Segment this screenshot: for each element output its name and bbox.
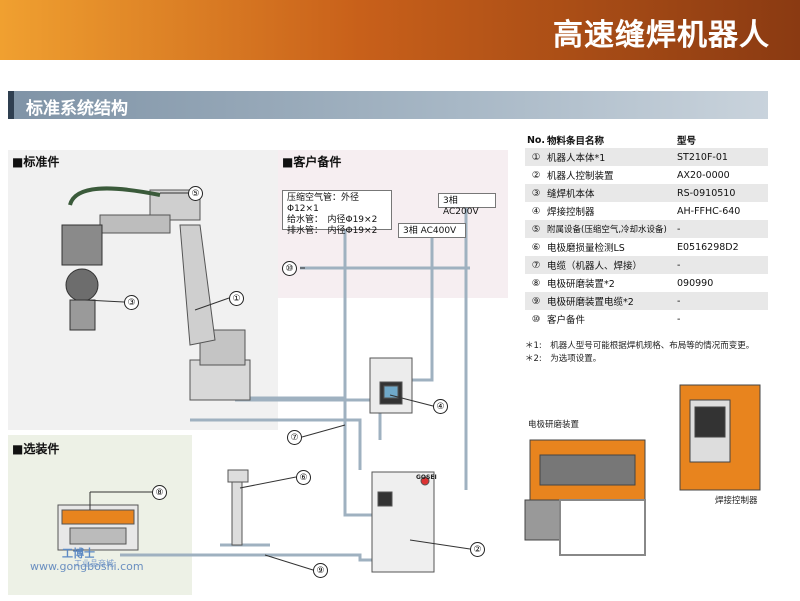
- standard-label: ■标准件: [12, 155, 60, 169]
- optional-label: ■选装件: [12, 442, 60, 456]
- callout-2: ②: [470, 542, 485, 557]
- watermark-sub: 工业品商城: [74, 559, 114, 568]
- customer-label: ■客户备件: [282, 155, 342, 169]
- controller-photo: [679, 384, 761, 491]
- robot-lower-arm: [179, 224, 216, 346]
- table-header: No. 物料条目名称 型号: [526, 134, 697, 148]
- callout-6: ⑥: [296, 470, 311, 485]
- section-marker: [8, 91, 14, 119]
- section-title: 标准系统结构: [26, 99, 128, 119]
- callout-leaders: [84, 192, 471, 571]
- callout-10: ⑩: [282, 261, 297, 276]
- drain-pipe-spec: 排水管： 内径Φ19×2: [287, 226, 378, 236]
- ac400-riser: [408, 236, 434, 382]
- weld-controller-device: [369, 357, 413, 414]
- electrode-ls-device: [227, 469, 249, 546]
- callout-3: ③: [124, 295, 139, 310]
- callout-8: ⑧: [152, 485, 167, 500]
- air-pipe-spec: 压缩空气管：外径Φ12×1: [287, 193, 360, 214]
- robot-body: [99, 189, 251, 401]
- robot-controller-device: [371, 471, 435, 573]
- controller-brand: GOSEI: [416, 474, 437, 481]
- footnote-2: ＊2: 为选项设置。: [525, 354, 602, 364]
- watermark-cn: 工博士: [62, 547, 95, 560]
- controller-caption: 焊接控制器: [715, 496, 758, 506]
- weld-cable-line: [190, 418, 362, 470]
- page-title: 高速缝焊机器人: [553, 18, 770, 53]
- section-bar: 标准系统结构: [8, 91, 768, 119]
- callout-7: ⑦: [287, 430, 302, 445]
- callout-4: ④: [433, 399, 448, 414]
- header-banner: 高速缝焊机器人: [0, 0, 800, 60]
- callout-5: ⑤: [188, 186, 203, 201]
- footnote-1: ＊1: 机器人型号可能根据焊机规格、布局等的情况而变更。: [525, 341, 755, 351]
- callout-1: ①: [229, 291, 244, 306]
- callout-9: ⑨: [313, 563, 328, 578]
- robot-base: [189, 359, 251, 401]
- grinder-cable-line: [120, 553, 372, 562]
- watermark-url: www.gongboshi.com: [30, 560, 144, 573]
- ac400-box: 3相 AC400V: [398, 223, 466, 238]
- grinder-caption: 电极研磨装置: [528, 420, 580, 430]
- footnotes: ＊1: 机器人型号可能根据焊机规格、布局等的情况而变更。 ＊2: 为选项设置。: [525, 340, 754, 366]
- grinder-photo: [524, 439, 646, 556]
- ac200-box: 3相 AC200V: [438, 193, 496, 217]
- supply-pipe-spec: 给水管： 内径Φ19×2: [287, 215, 378, 225]
- air-water-box: 压缩空气管：外径Φ12×1 给水管： 内径Φ19×2 排水管： 内径Φ19×2: [282, 190, 392, 236]
- grinder-device: [57, 504, 139, 551]
- robot-cable-line: [190, 396, 372, 517]
- welding-gun: [61, 186, 161, 331]
